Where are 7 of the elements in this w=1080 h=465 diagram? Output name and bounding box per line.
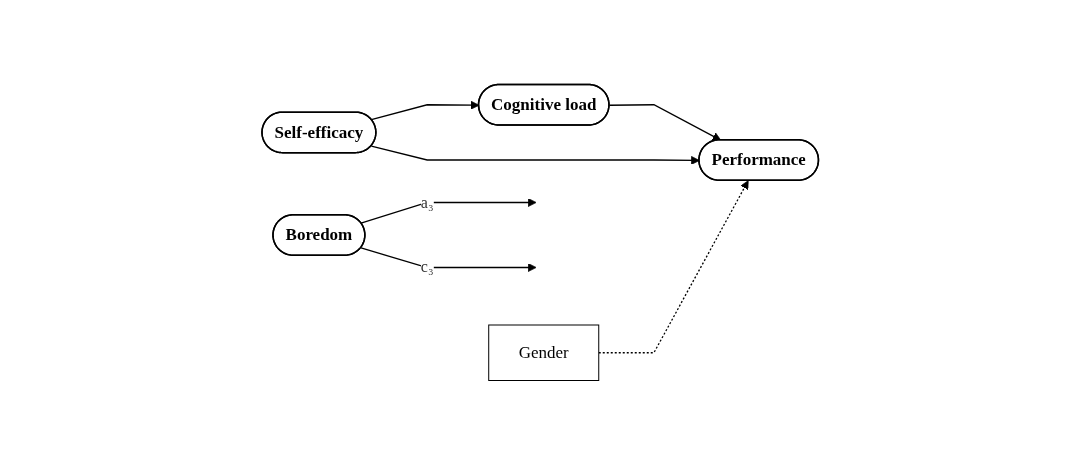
node-box: Gender xyxy=(488,324,600,381)
arrow xyxy=(360,198,537,224)
arrow xyxy=(360,247,537,272)
arrow xyxy=(608,104,721,141)
arrow xyxy=(597,180,749,354)
edge-label: c₃ xyxy=(420,258,434,276)
edge-label: a₃ xyxy=(420,193,434,211)
